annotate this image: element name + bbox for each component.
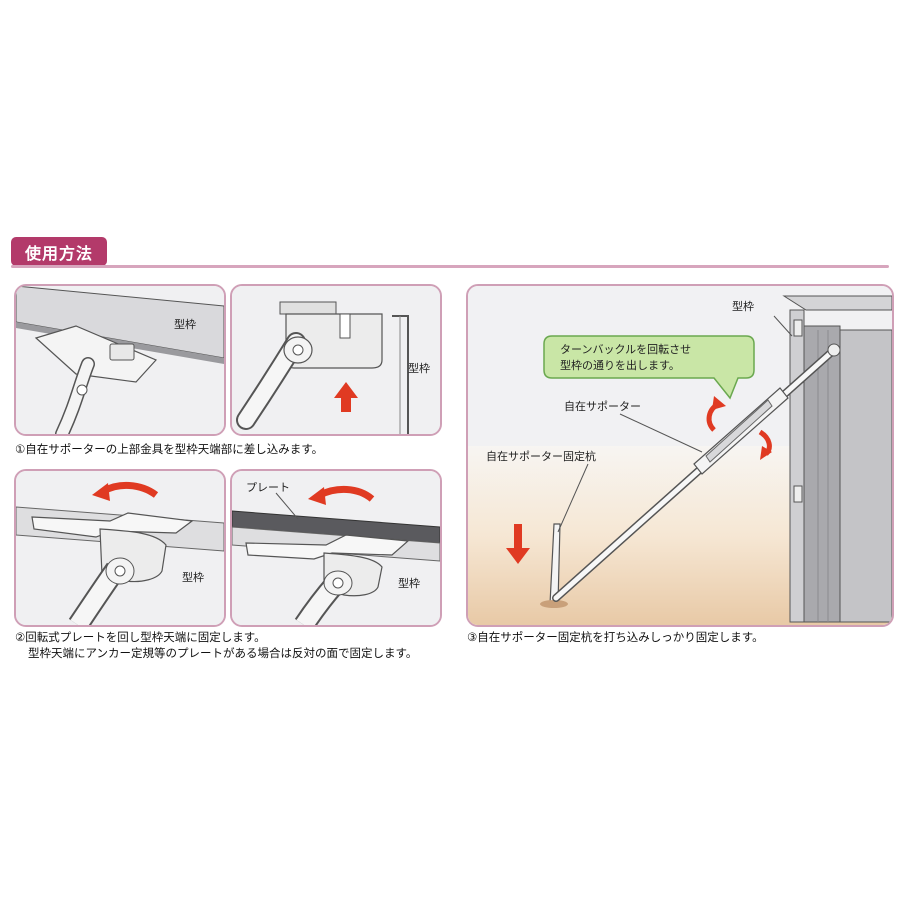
label-supporter: 自在サポーター — [564, 400, 641, 413]
label-plate: プレート — [246, 481, 290, 494]
panel-step3-install: ターンバックルを回転させ 型枠の通りを出します。 型枠 自在サポーター 自在サポ… — [466, 284, 894, 627]
panel-step1-insert: 型枠 — [14, 284, 226, 436]
caption-step3: ③自在サポーター固定杭を打ち込みしっかり固定します。 — [467, 630, 764, 644]
callout-bubble — [543, 335, 755, 400]
panel-step1-side: 型枠 — [230, 284, 442, 436]
panel-step2-rotate: 型枠 — [14, 469, 226, 627]
illustration-step2-rotate: 型枠 — [16, 471, 224, 625]
caption-step2-line1: ②回転式プレートを回し型枠天端に固定します。 — [15, 630, 266, 644]
illustration-step2-plate: プレート 型枠 — [232, 471, 440, 625]
label-formwork: 型枠 — [732, 299, 754, 313]
panel-step2-plate: プレート 型枠 — [230, 469, 442, 627]
label-formwork: 型枠 — [174, 317, 196, 331]
section-rule — [11, 265, 889, 268]
label-stake: 自在サポーター固定杭 — [486, 449, 596, 463]
label-formwork: 型枠 — [182, 570, 204, 584]
label-formwork: 型枠 — [398, 576, 420, 590]
up-arrow-icon — [334, 382, 358, 412]
illustration-step3-install: ターンバックルを回転させ 型枠の通りを出します。 型枠 自在サポーター 自在サポ… — [468, 286, 892, 625]
callout-line2: 型枠の通りを出します。 — [560, 358, 680, 372]
callout-line1: ターンバックルを回転させ — [560, 343, 691, 356]
label-formwork: 型枠 — [408, 361, 430, 375]
rotating-plate-shape — [34, 325, 158, 383]
illustration-step1-insert: 型枠 — [16, 286, 224, 434]
illustration-step1-side: 型枠 — [232, 286, 440, 434]
section-title: 使用方法 — [11, 237, 107, 266]
down-arrow-icon — [506, 524, 530, 564]
caption-step1: ①自在サポーターの上部金具を型枠天端部に差し込みます。 — [15, 442, 324, 456]
caption-step2-line2: 型枠天端にアンカー定規等のプレートがある場合は反対の面で固定します。 — [28, 646, 418, 660]
